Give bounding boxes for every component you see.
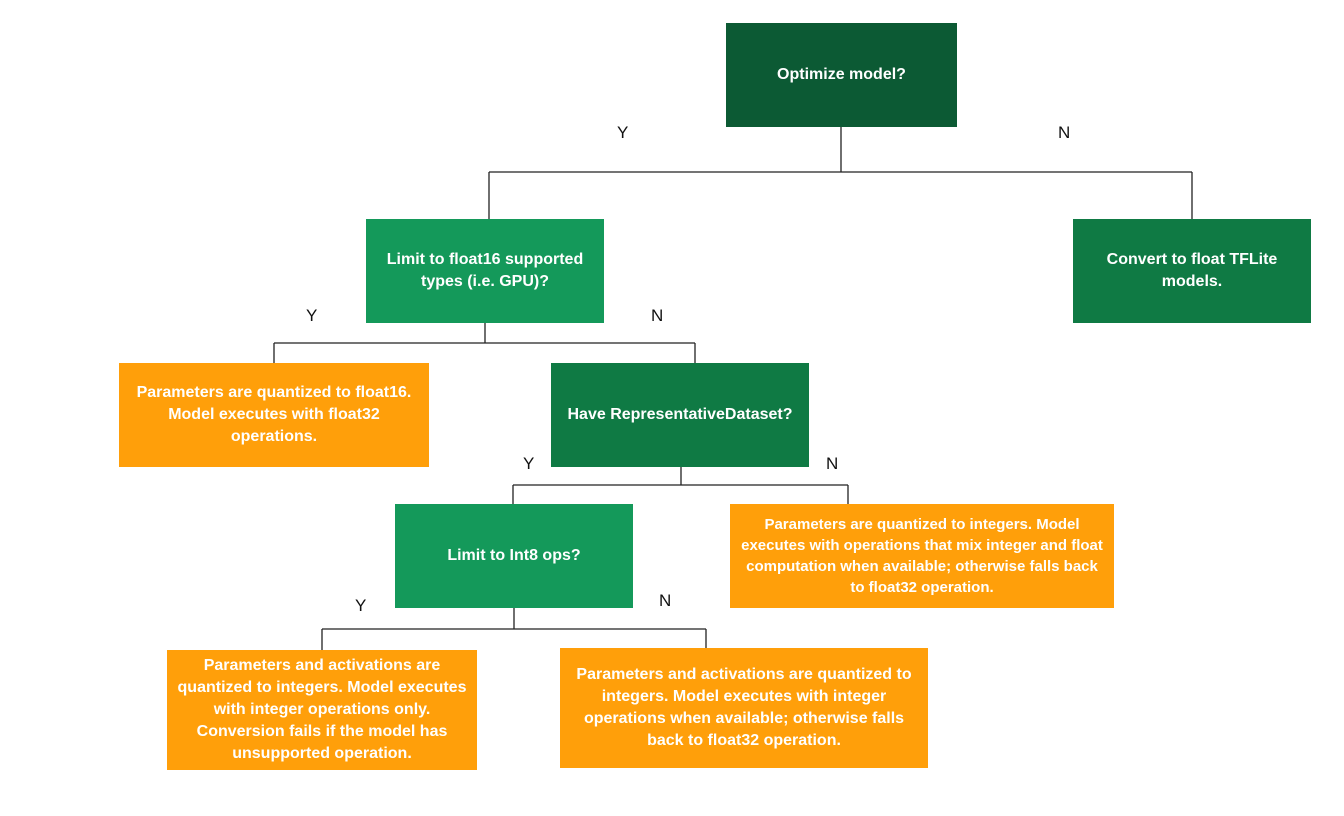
- int8-question-node: Limit to Int8 ops?: [395, 504, 633, 608]
- edge-optimize-branches: [488, 127, 1193, 219]
- int8-no-label: N: [659, 591, 672, 610]
- edge-int8-branches: [321, 608, 707, 650]
- convert-float-tflite-node: Convert to float TFLite models.: [1073, 219, 1311, 323]
- float16-question-node: Limit to float16 supported types (i.e. G…: [366, 219, 604, 323]
- int8-fallback-result-node: Parameters and activations are quantized…: [560, 648, 928, 768]
- int8-only-result-text: Parameters and activations are quantized…: [177, 657, 467, 762]
- representative-dataset-question-node: Have RepresentativeDataset?: [551, 363, 809, 467]
- float16-result-node: Parameters are quantized to float16. Mod…: [119, 363, 429, 467]
- optimize-yes-label: Y: [617, 123, 629, 142]
- edge-repdataset-branches: [512, 467, 849, 504]
- repdataset-no-label: N: [826, 454, 839, 473]
- float16-no-label: N: [651, 306, 664, 325]
- convert-float-tflite-text: Convert to float TFLite models.: [1106, 251, 1278, 290]
- optimize-model-text: Optimize model?: [777, 66, 906, 83]
- representative-dataset-question-text: Have RepresentativeDataset?: [567, 406, 793, 423]
- dynamic-range-result-node: Parameters are quantized to integers. Mo…: [730, 504, 1114, 608]
- dynamic-range-result-text: Parameters are quantized to integers. Mo…: [741, 516, 1103, 596]
- float16-yes-label: Y: [306, 306, 318, 325]
- float16-question-text: Limit to float16 supported types (i.e. G…: [386, 251, 584, 290]
- float16-result-text: Parameters are quantized to float16. Mod…: [136, 384, 412, 445]
- optimize-no-label: N: [1058, 123, 1071, 142]
- repdataset-yes-label: Y: [523, 454, 535, 473]
- optimize-model-node: Optimize model?: [726, 23, 957, 127]
- int8-question-text: Limit to Int8 ops?: [447, 547, 581, 564]
- edge-float16-branches: [273, 323, 696, 363]
- int8-fallback-result-text: Parameters and activations are quantized…: [576, 666, 912, 749]
- int8-yes-label: Y: [355, 596, 367, 615]
- int8-only-result-node: Parameters and activations are quantized…: [167, 650, 477, 770]
